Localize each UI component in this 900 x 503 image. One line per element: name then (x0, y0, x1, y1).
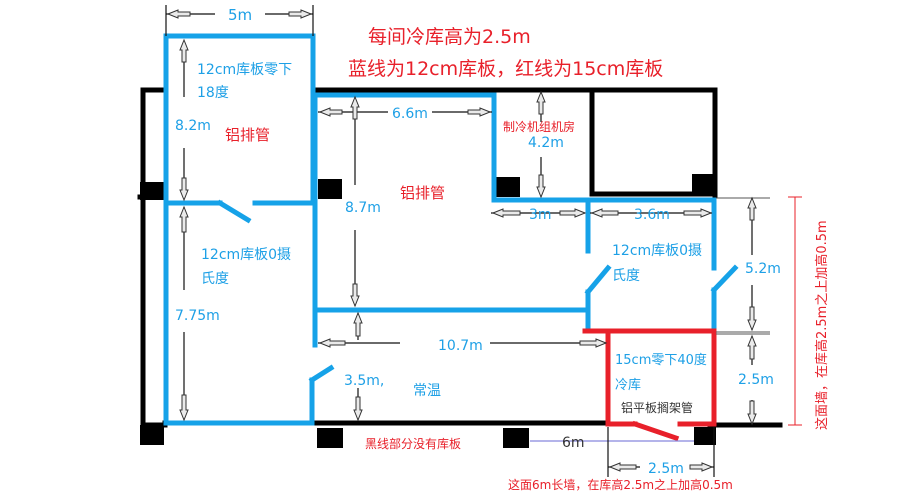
dim-bottom-wall: 6m (562, 435, 585, 451)
side-wall-note: 这面墙，在库高2.5m之上加高0.5m (814, 220, 830, 430)
deep-freezer-label-1: 15cm零下40度 (615, 352, 707, 368)
freezer-18-pipe: 铝排管 (225, 126, 270, 144)
pillar (503, 428, 529, 448)
dimension-labels: 5m 8.2m 6.6m 8.7m 4.2m 3m 3.6m 7.75m 10.… (175, 6, 781, 477)
pillar (317, 428, 343, 448)
dim-3m: 3m (529, 207, 552, 223)
black-line-note: 黑线部分没有库板 (365, 436, 461, 451)
pillar (140, 182, 164, 200)
dim-deep-height: 2.5m (738, 372, 774, 388)
dim-deep-width: 2.5m (648, 461, 684, 477)
ambient-label: 常温 (413, 383, 441, 399)
dimension-arrows (166, 9, 757, 472)
main-room-pipe: 铝排管 (400, 184, 445, 202)
dim-top-width: 5m (228, 6, 252, 24)
chill-left-label-1: 12cm库板0摄 (201, 247, 291, 263)
dim-corridor-height: 3.5m, (344, 373, 384, 389)
height-note: 每间冷库高为2.5m (368, 26, 531, 48)
dim-main-width: 6.6m (392, 106, 428, 122)
dim-left-height: 7.75m (175, 308, 220, 324)
machine-room-label: 制冷机组机房 (503, 119, 575, 134)
red-panel-walls (582, 328, 717, 442)
chill-right-label-1: 12cm库板0摄 (612, 243, 702, 259)
pillar (140, 425, 164, 445)
dim-main-height: 8.7m (345, 200, 381, 216)
legend-note: 蓝线为12cm库板，红线为15cm库板 (348, 58, 663, 80)
pillars (140, 174, 716, 448)
pillar (318, 179, 342, 199)
dim-right-height: 5.2m (745, 261, 781, 277)
pillar (496, 177, 520, 197)
dim-machine-height: 4.2m (528, 135, 564, 151)
pillar (694, 427, 716, 445)
chill-right-label-2: 氏度 (612, 268, 640, 284)
deep-freezer-label-2: 冷库 (615, 377, 641, 393)
bottom-wall-note: 这面6m长墙，在库高2.5m之上加高0.5m (508, 477, 733, 492)
freezer-18-label-1: 12cm库板零下 (197, 62, 292, 78)
room-labels: 12cm库板零下 18度 铝排管 铝排管 制冷机组机房 12cm库板0摄 氏度 … (197, 62, 707, 415)
pillar (692, 174, 714, 194)
dim-3-6m: 3.6m (634, 207, 670, 223)
freezer-18-label-2: 18度 (197, 85, 229, 101)
chill-left-label-2: 氏度 (201, 271, 229, 287)
dim-freezer-height: 8.2m (175, 118, 211, 134)
deep-freezer-shelf: 铝平板搁架管 (621, 400, 693, 415)
dim-corridor-width: 10.7m (438, 338, 483, 354)
